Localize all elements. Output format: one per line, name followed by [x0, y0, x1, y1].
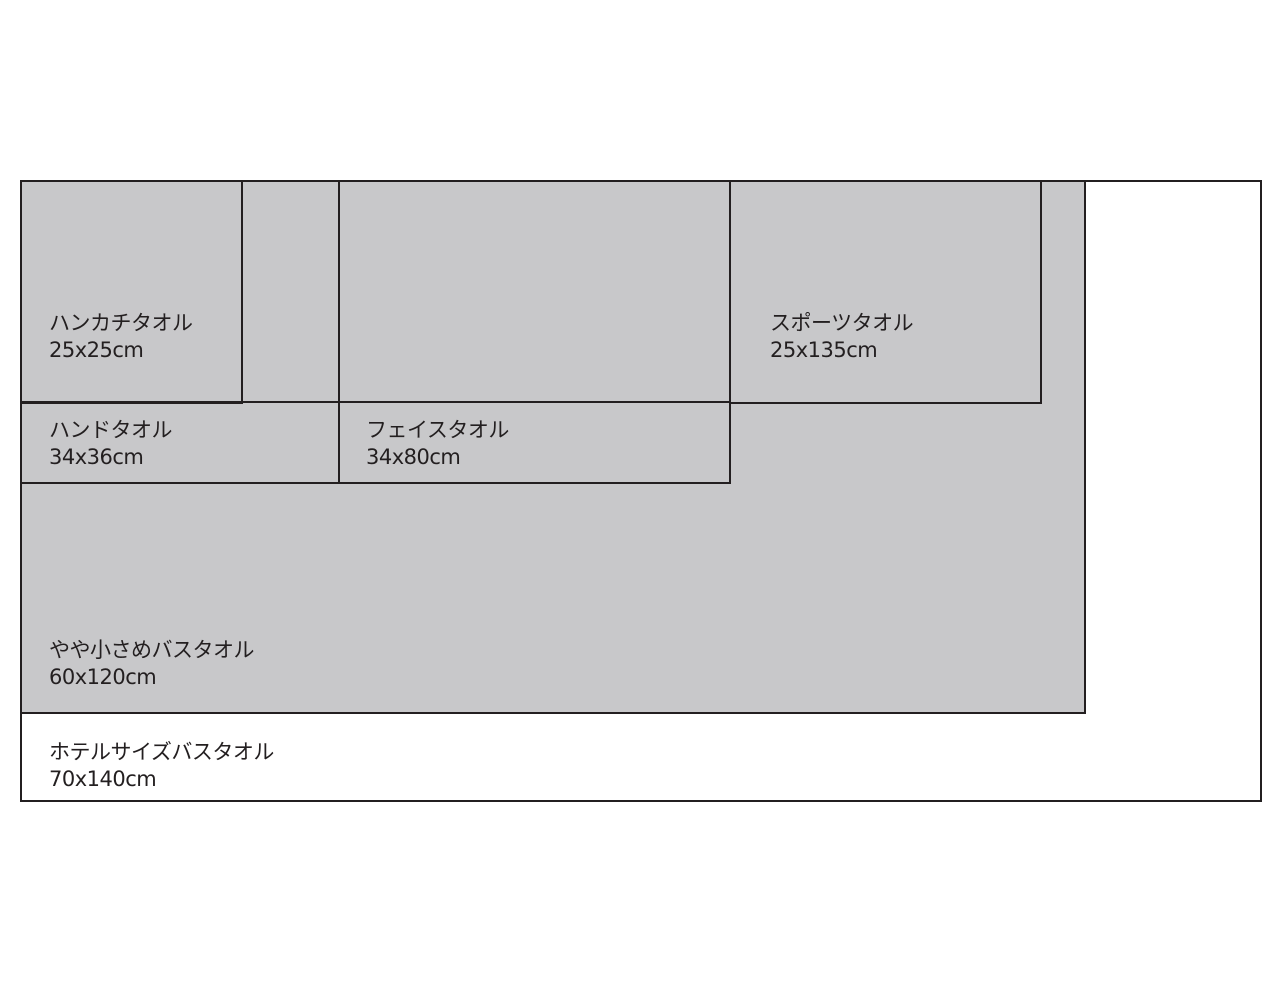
towel-size: 34x36cm [49, 445, 144, 469]
small-bath-towel-label: やや小さめバスタオル 60x120cm [49, 637, 255, 691]
towel-size: 34x80cm [366, 445, 461, 469]
towel-name: やや小さめバスタオル [49, 638, 255, 662]
face-towel-label: フェイスタオル 34x80cm [366, 417, 509, 471]
towel-name: ホテルサイズバスタオル [49, 740, 274, 764]
handkerchief-towel-box [20, 180, 243, 404]
towel-size: 25x25cm [49, 338, 144, 362]
hand-towel-label: ハンドタオル 34x36cm [49, 417, 173, 471]
sports-towel-label: スポーツタオル 25x135cm [770, 310, 914, 364]
handkerchief-towel-label: ハンカチタオル 25x25cm [49, 310, 193, 364]
towel-name: スポーツタオル [770, 311, 914, 335]
towel-size: 70x140cm [49, 767, 157, 791]
towel-name: ハンカチタオル [49, 311, 193, 335]
hotel-bath-towel-label: ホテルサイズバスタオル 70x140cm [49, 739, 274, 793]
towel-size: 60x120cm [49, 665, 157, 689]
towel-size: 25x135cm [770, 338, 878, 362]
small-bath-towel-box [20, 180, 1086, 714]
towel-name: フェイスタオル [366, 418, 509, 442]
sports-towel-box [729, 180, 1042, 404]
towel-name: ハンドタオル [49, 418, 173, 442]
divider-line [20, 401, 731, 403]
